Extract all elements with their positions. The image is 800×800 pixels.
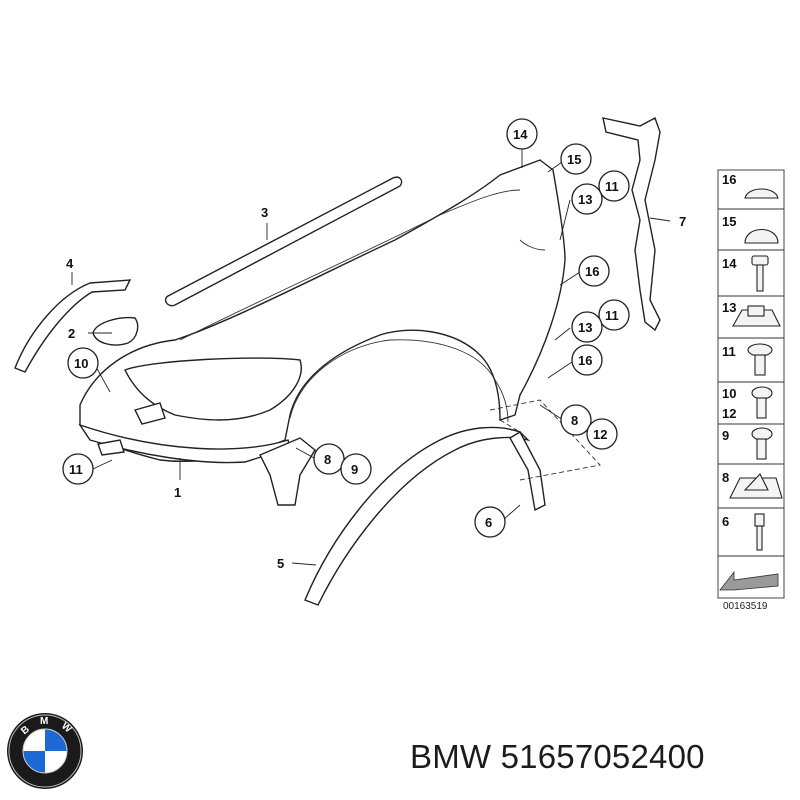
callout-16-lower: 16 <box>571 344 603 376</box>
callout-15: 15 <box>560 143 592 175</box>
callout-12: 12 <box>586 418 618 450</box>
svg-text:10: 10 <box>74 356 88 371</box>
leader-lines <box>71 148 671 566</box>
svg-text:9: 9 <box>351 462 358 477</box>
callout-5: 5 <box>277 556 284 571</box>
legend-label-14: 14 <box>722 256 737 271</box>
legend-label-16: 16 <box>722 172 736 187</box>
svg-text:11: 11 <box>605 308 619 323</box>
tapping-screw-icon <box>751 427 773 460</box>
svg-text:2: 2 <box>68 326 75 341</box>
callout-8-left: 8 <box>313 443 345 475</box>
svg-text:15: 15 <box>567 152 581 167</box>
svg-text:13: 13 <box>578 192 592 207</box>
svg-text:11: 11 <box>605 179 619 194</box>
svg-text:16: 16 <box>585 264 599 279</box>
bracket-drawing <box>14 279 132 373</box>
cap-dome-icon <box>744 229 779 244</box>
wheel-arch-trim-drawing <box>304 426 546 606</box>
svg-text:8: 8 <box>571 413 578 428</box>
legend-label-15: 15 <box>722 214 736 229</box>
callout-1: 1 <box>174 485 181 500</box>
trim-strip-drawing <box>164 176 403 307</box>
callout-3: 3 <box>261 205 268 220</box>
callout-11-upper: 11 <box>598 170 630 202</box>
legend-label-9: 9 <box>722 428 729 443</box>
svg-text:14: 14 <box>513 127 528 142</box>
diagram-id: 00163519 <box>723 601 768 612</box>
legend-label-12: 12 <box>722 406 736 421</box>
callout-11-middle: 11 <box>598 299 630 331</box>
spring-nut-icon <box>729 473 783 499</box>
callout-9-left: 9 <box>340 453 372 485</box>
clip-nut-icon <box>732 305 781 327</box>
reference-line <box>489 399 601 481</box>
callout-11-left: 11 <box>62 453 94 485</box>
svg-text:13: 13 <box>578 320 592 335</box>
cap-dome-flat-icon <box>744 188 779 199</box>
expanding-rivet-icon <box>747 343 773 376</box>
part-number-caption: BMW 51657052400 <box>410 738 705 775</box>
legend-label-8: 8 <box>722 470 729 485</box>
screw-icon <box>751 255 769 292</box>
callout-13-middle: 13 <box>571 311 603 343</box>
legend-label-10: 10 <box>722 386 736 401</box>
legend-label-6: 6 <box>722 514 729 529</box>
callout-2: 2 <box>68 326 75 341</box>
svg-text:8: 8 <box>324 452 331 467</box>
callout-13-upper: 13 <box>571 183 603 215</box>
svg-text:11: 11 <box>69 462 83 477</box>
cover-cap-drawing <box>92 316 139 346</box>
seal-strip-drawing <box>602 117 661 332</box>
bmw-logo-icon: B M W <box>7 713 83 789</box>
callout-7: 7 <box>679 214 686 229</box>
svg-text:16: 16 <box>578 353 592 368</box>
callout-14: 14 <box>506 118 538 150</box>
legend-label-13: 13 <box>722 300 736 315</box>
callout-8-right: 8 <box>560 404 592 436</box>
blind-rivet-icon <box>754 513 765 551</box>
svg-text:6: 6 <box>485 515 492 530</box>
reference-line <box>499 419 521 433</box>
callout-4: 4 <box>66 256 74 271</box>
callout-16-upper: 16 <box>578 255 610 287</box>
front-fender-drawing <box>78 159 566 506</box>
svg-text:M: M <box>40 716 48 727</box>
svg-text:12: 12 <box>593 427 607 442</box>
callout-6: 6 <box>474 506 506 538</box>
callout-10: 10 <box>67 347 99 379</box>
legend-label-11: 11 <box>722 344 736 359</box>
hex-screw-icon <box>751 386 773 419</box>
fastener-legend: 16 15 14 13 11 10 12 9 8 <box>717 169 785 599</box>
arrow-direction-icon <box>719 570 779 591</box>
